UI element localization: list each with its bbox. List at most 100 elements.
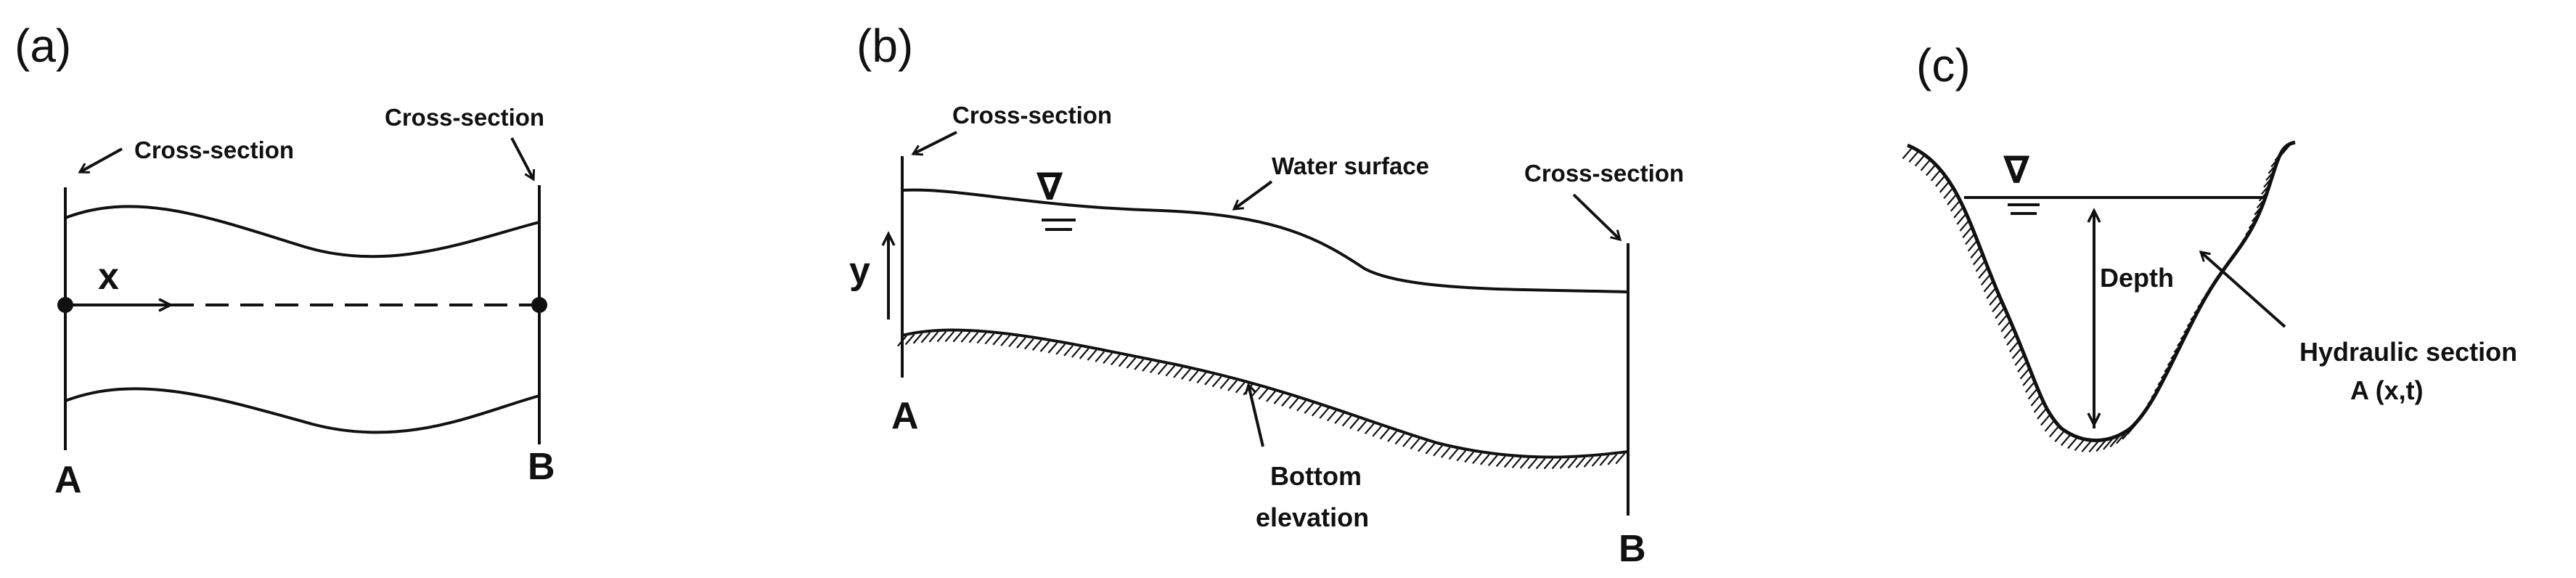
depth-label: Depth xyxy=(2100,263,2174,293)
hatch-mark xyxy=(2245,224,2255,235)
hatch-mark xyxy=(2170,348,2180,359)
hatch-mark xyxy=(1173,367,1183,378)
hatch-mark xyxy=(1334,412,1344,424)
hatch-mark xyxy=(1031,339,1042,351)
hatch-mark xyxy=(1448,448,1459,460)
hatch-mark xyxy=(2060,434,2071,447)
hatch-mark xyxy=(1567,457,1578,469)
bottom-elevation-pointer xyxy=(1244,383,1264,447)
hatch-mark xyxy=(1607,454,1618,465)
cross-section-right-pointer xyxy=(1572,193,1622,242)
point-a-label: A xyxy=(54,459,82,501)
hatch-mark xyxy=(2263,176,2273,188)
panel-b: (b) ∇ y Cross-section Water surface Cros… xyxy=(849,20,1684,570)
hatch-mark xyxy=(2067,437,2077,449)
hatch-mark xyxy=(1142,360,1152,372)
hatch-mark xyxy=(1947,194,1957,205)
hatch-mark xyxy=(1118,355,1129,367)
point-a-label: A xyxy=(891,395,919,437)
hatch-mark xyxy=(1418,440,1428,452)
hatch-mark xyxy=(2261,183,2271,195)
hatch-mark xyxy=(2274,150,2285,161)
hatch-mark xyxy=(1495,455,1506,468)
hatch-mark xyxy=(1440,447,1451,458)
bottom-elevation-line xyxy=(901,328,1629,459)
hatch-mark xyxy=(1433,444,1443,457)
panel-a: (a) x Cross-section Cross-section A B xyxy=(15,20,555,501)
hatch-mark xyxy=(1273,393,1284,404)
hatch-mark xyxy=(1939,182,1950,193)
hatch-mark xyxy=(2074,439,2085,452)
hatch-mark xyxy=(2251,211,2262,222)
hatch-mark xyxy=(2248,217,2259,229)
hatch-mark xyxy=(984,333,995,345)
hatch-mark xyxy=(992,334,1003,346)
hatch-mark xyxy=(1039,341,1050,352)
hatch-mark xyxy=(2014,354,2025,366)
hatch-mark xyxy=(1126,357,1137,369)
hatch-mark xyxy=(2033,402,2044,413)
hatch-mark xyxy=(2019,367,2030,380)
hatch-mark xyxy=(1978,267,1988,279)
hatch-mark xyxy=(1992,301,2002,313)
cross-section-left-pointer xyxy=(78,147,123,174)
hatch-mark xyxy=(1983,281,1994,293)
hatch-mark xyxy=(1995,307,2005,319)
hatch-mark xyxy=(1063,345,1074,357)
hatch-mark xyxy=(1527,457,1538,469)
hatch-mark xyxy=(1326,410,1337,422)
hatch-mark xyxy=(1456,449,1467,462)
panel-c: (c) ∇ Depth Hydraulic section A (x,t) xyxy=(1902,39,2517,453)
hatch-mark xyxy=(1935,176,1945,187)
hatch-mark xyxy=(1551,457,1562,470)
hatch-mark xyxy=(1998,314,2008,326)
hatch-mark xyxy=(968,331,979,343)
cross-section-right-label: Cross-section xyxy=(1524,160,1684,187)
hatch-mark xyxy=(2116,432,2126,444)
bottom-hatching xyxy=(897,330,1626,470)
hatch-mark xyxy=(1980,274,1991,286)
hatch-mark xyxy=(1008,335,1018,348)
hatch-mark xyxy=(2173,341,2184,353)
cross-section-left-pointer xyxy=(911,131,957,156)
hatch-mark xyxy=(1599,455,1610,466)
hatch-mark xyxy=(1402,436,1412,447)
hatch-mark xyxy=(2081,441,2092,452)
bottom-label-line1: Bottom xyxy=(1270,461,1362,491)
water-surface-pointer xyxy=(1232,180,1273,211)
hatch-mark xyxy=(897,335,907,347)
panel-c-label: (c) xyxy=(1916,39,1971,91)
hatch-mark xyxy=(1211,375,1222,388)
hatch-mark xyxy=(2103,439,2113,450)
y-axis-label: y xyxy=(849,250,870,292)
hatch-mark xyxy=(1250,386,1261,398)
hatch-mark xyxy=(1959,220,1970,232)
hatch-mark xyxy=(2193,303,2204,314)
hatch-mark xyxy=(1219,378,1230,389)
hydraulic-label-line2: A (x,t) xyxy=(2350,375,2424,405)
hatch-mark xyxy=(1902,147,1913,160)
hatch-mark xyxy=(2151,386,2161,399)
hatch-mark xyxy=(1615,452,1626,465)
hatch-mark xyxy=(2197,296,2207,308)
hatch-mark xyxy=(1953,207,1963,219)
hatch-mark xyxy=(1024,338,1034,350)
hatch-mark xyxy=(1258,388,1269,400)
hatch-mark xyxy=(1394,433,1405,445)
hatch-mark xyxy=(2040,414,2050,426)
x-axis-label: x xyxy=(98,256,119,298)
hatch-mark xyxy=(2135,412,2146,423)
hatch-mark xyxy=(2037,408,2047,420)
hatch-mark xyxy=(1157,363,1168,375)
hatch-mark xyxy=(1134,359,1145,370)
hatch-mark xyxy=(1956,213,1967,225)
hatch-mark xyxy=(936,330,947,343)
hatch-mark xyxy=(1079,348,1089,359)
hatch-mark xyxy=(1559,457,1570,469)
hatch-mark xyxy=(2017,361,2027,373)
cross-section-right-pointer xyxy=(510,137,536,182)
cross-section-left-label: Cross-section xyxy=(134,137,294,163)
hatch-mark xyxy=(2154,380,2164,392)
hatch-mark xyxy=(1281,395,1291,407)
